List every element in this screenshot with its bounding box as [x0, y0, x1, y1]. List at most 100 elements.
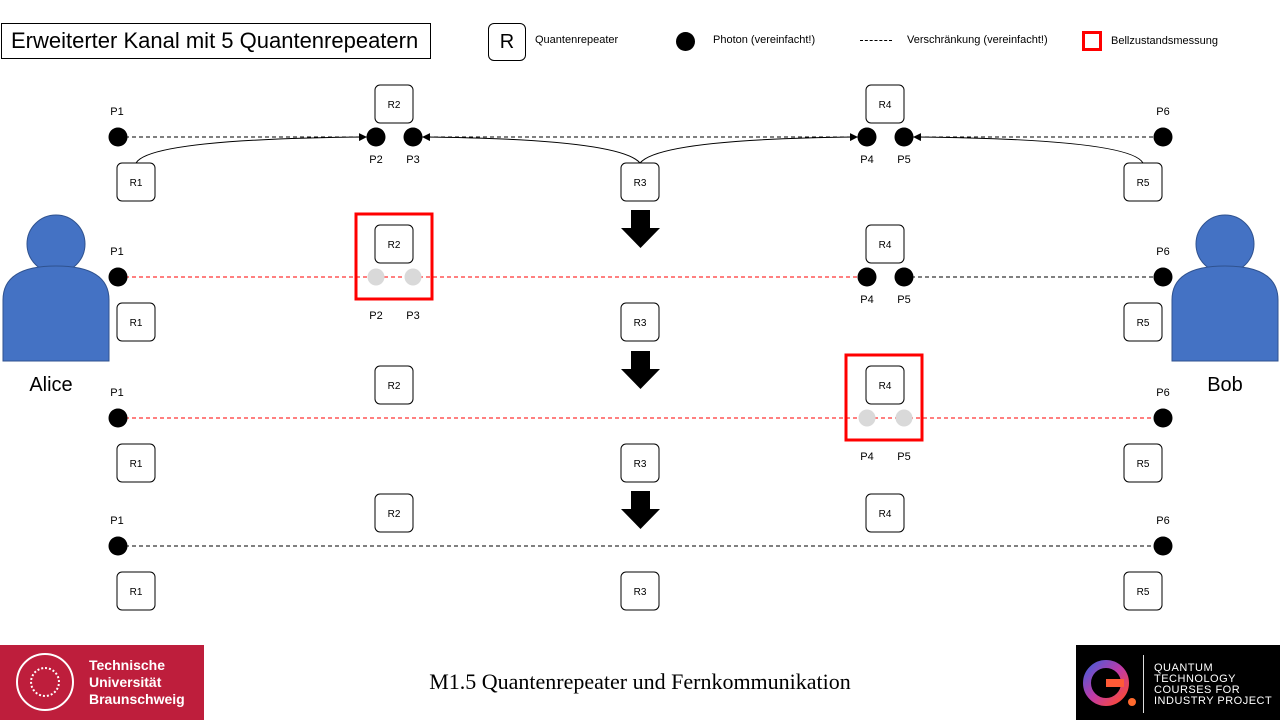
tu-logo-line: Braunschweig [89, 691, 185, 707]
photon-label: P1 [110, 387, 123, 399]
tu-logo-line: Technische [89, 657, 165, 673]
photon-label: P6 [1156, 515, 1169, 527]
step-arrow-icon [621, 210, 660, 248]
photon-p6 [1153, 408, 1173, 428]
repeater-label: R3 [634, 178, 647, 189]
bob-head-icon [1195, 214, 1255, 274]
photon-p1 [108, 408, 128, 428]
photon-label: P5 [897, 154, 910, 166]
repeater-r4 [865, 84, 905, 124]
photon-label: P6 [1156, 106, 1169, 118]
repeater-r3 [620, 571, 660, 611]
repeater-r2 [374, 493, 414, 533]
quantum-technology-logo: QUANTUM TECHNOLOGY COURSES FOR INDUSTRY … [1076, 645, 1280, 720]
repeater-label: R5 [1137, 318, 1150, 329]
bob-label: Bob [1207, 374, 1243, 396]
repeater-r3 [620, 443, 660, 483]
legend-repeater-symbol: R [488, 23, 526, 61]
alice-head-icon [26, 214, 86, 274]
photon-p5 [895, 409, 913, 427]
repeater-label: R5 [1137, 459, 1150, 470]
photon-p1 [108, 267, 128, 287]
photon-label: P3 [406, 310, 419, 322]
repeater-label: R2 [388, 381, 401, 392]
repeater-r4 [865, 224, 905, 264]
emission-arrow [639, 133, 858, 164]
repeater-label: R4 [879, 240, 892, 251]
photon-label: P2 [369, 310, 382, 322]
course-title: M1.5 Quantenrepeater und Fernkommunikati… [429, 669, 851, 694]
qt-logo-line: INDUSTRY PROJECT [1154, 695, 1273, 707]
repeater-r5 [1123, 571, 1163, 611]
step-arrow-icon [621, 351, 660, 389]
repeater-r5 [1123, 443, 1163, 483]
photon-p5 [894, 127, 914, 147]
photon-p5 [894, 267, 914, 287]
alice-body-icon [2, 265, 110, 362]
repeater-label: R2 [388, 240, 401, 251]
repeater-r3 [620, 302, 660, 342]
repeater-label: R5 [1137, 587, 1150, 598]
photon-p4 [857, 267, 877, 287]
repeater-r2 [374, 365, 414, 405]
qt-logo-line: QUANTUM [1154, 662, 1214, 674]
tu-braunschweig-logo: Technische Universität Braunschweig [0, 645, 204, 720]
legend-bell-icon [1082, 31, 1102, 51]
step-arrow-icon [621, 491, 660, 529]
qt-q-icon [1083, 660, 1136, 706]
repeater-r1 [116, 571, 156, 611]
photon-label: P3 [406, 154, 419, 166]
repeater-r4 [865, 493, 905, 533]
legend-bell-label: Bellzustandsmessung [1111, 35, 1219, 47]
repeater-label: R3 [634, 587, 647, 598]
photon-p2 [366, 127, 386, 147]
photon-label: P2 [369, 154, 382, 166]
bob-body-icon [1171, 265, 1279, 362]
repeater-label: R1 [130, 178, 143, 189]
repeater-label: R4 [879, 509, 892, 520]
repeater-label: R1 [130, 318, 143, 329]
photon-label: P5 [897, 451, 910, 463]
tu-logo-line: Universität [89, 674, 162, 690]
tu-seal-icon [16, 653, 74, 711]
emission-arrow [135, 133, 367, 164]
repeater-label: R3 [634, 459, 647, 470]
photon-p4 [857, 127, 877, 147]
slide-title: Erweiterter Kanal mit 5 Quantenrepeatern [1, 23, 431, 59]
alice-label: Alice [29, 374, 72, 396]
repeater-label: R4 [879, 100, 892, 111]
repeater-r5 [1123, 302, 1163, 342]
qt-logo-line: TECHNOLOGY [1154, 673, 1237, 685]
legend-photon-icon [676, 32, 695, 51]
photon-p6 [1153, 267, 1173, 287]
photon-label: P4 [860, 294, 873, 306]
photon-p3 [404, 268, 422, 286]
qt-logo-line: COURSES FOR [1154, 684, 1241, 696]
photon-label: P6 [1156, 246, 1169, 258]
photon-p1 [108, 536, 128, 556]
photon-p4 [858, 409, 876, 427]
repeater-label: R2 [388, 100, 401, 111]
repeater-r1 [116, 302, 156, 342]
legend-repeater-label: Quantenrepeater [535, 34, 619, 46]
emission-arrow [913, 133, 1144, 164]
photon-p1 [108, 127, 128, 147]
repeater-label: R1 [130, 459, 143, 470]
emission-arrow [422, 133, 641, 164]
repeater-label: R1 [130, 587, 143, 598]
repeater-r1 [116, 443, 156, 483]
photon-label: P4 [860, 451, 873, 463]
photon-p3 [403, 127, 423, 147]
repeater-label: R3 [634, 318, 647, 329]
photon-label: P1 [110, 246, 123, 258]
legend-entanglement-icon [860, 40, 892, 41]
repeater-r2 [374, 224, 414, 264]
photon-p6 [1153, 536, 1173, 556]
photon-p2 [367, 268, 385, 286]
repeater-label: R2 [388, 509, 401, 520]
photon-label: P1 [110, 515, 123, 527]
repeater-label: R5 [1137, 178, 1150, 189]
photon-p6 [1153, 127, 1173, 147]
photon-label: P4 [860, 154, 873, 166]
